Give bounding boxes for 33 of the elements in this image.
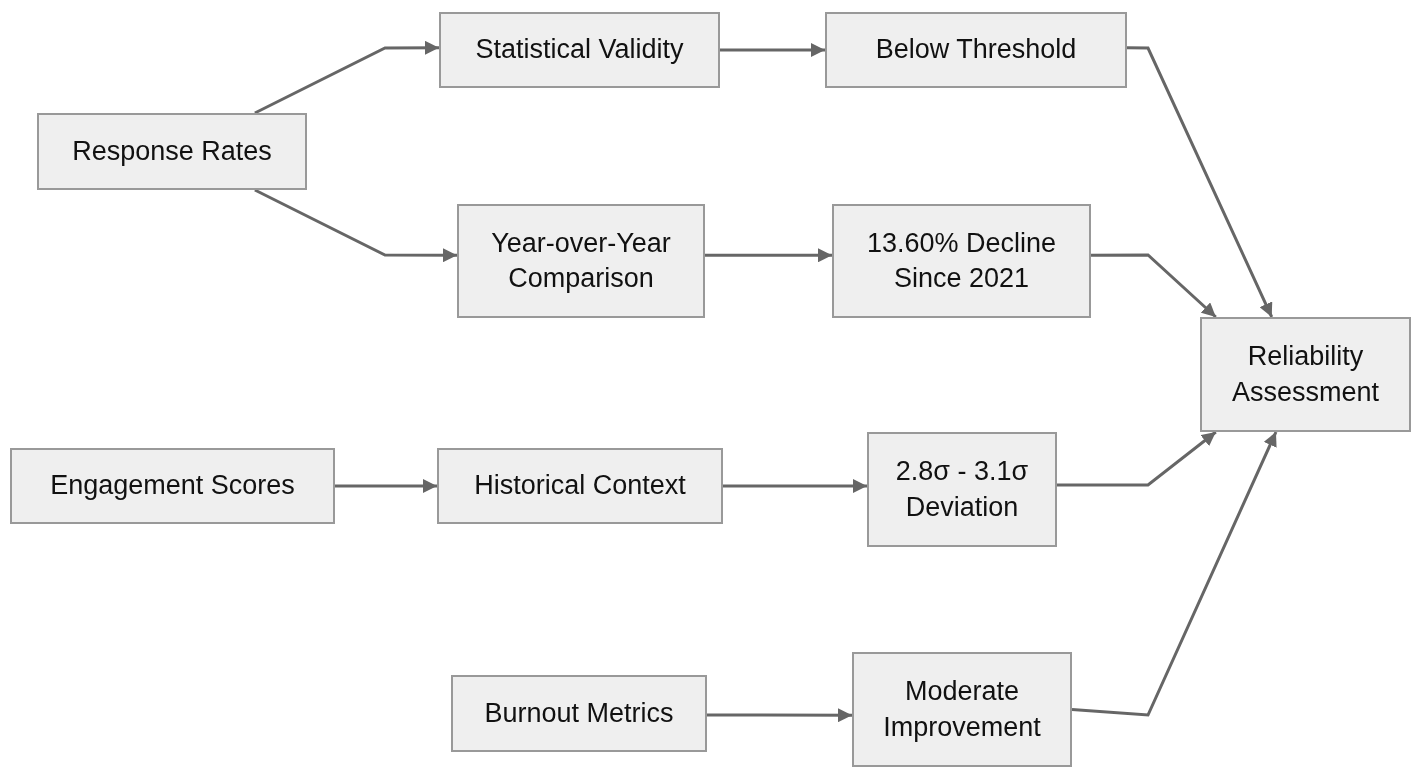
arrow: [723, 479, 867, 494]
arrow: [705, 248, 832, 263]
node-label: 13.60% Decline Since 2021: [865, 226, 1058, 295]
arrow: [1057, 430, 1217, 487]
process-box: [37, 113, 307, 190]
process-box: [852, 652, 1072, 767]
arrow: [335, 479, 437, 493]
arrow: [1071, 431, 1278, 717]
arrow: [1127, 46, 1274, 318]
node-label: Reliability Assessment: [1230, 340, 1381, 409]
process-box: [451, 675, 707, 752]
node-label: Response Rates: [72, 134, 272, 168]
arrow: [1091, 253, 1217, 319]
arrow: [720, 43, 825, 57]
node-label: Year-over-Year Comparison: [490, 226, 672, 295]
process-box: [867, 432, 1057, 547]
node-label: Below Threshold: [875, 33, 1077, 67]
node-label: 2.8σ - 3.1σ Deviation: [894, 455, 1030, 524]
process-box: [10, 448, 335, 524]
node-label: Historical Context: [474, 469, 686, 503]
process-box: [457, 204, 705, 318]
node-label: Statistical Validity: [475, 33, 684, 67]
node-label: Engagement Scores: [50, 469, 295, 503]
process-box: [832, 204, 1091, 318]
arrow: [707, 708, 852, 723]
process-box: [1200, 317, 1411, 432]
node-label: Moderate Improvement: [882, 675, 1042, 744]
process-box: [439, 12, 720, 88]
arrow: [254, 188, 457, 263]
process-box: [825, 12, 1127, 88]
node-label: Burnout Metrics: [484, 696, 674, 730]
process-box: [437, 448, 723, 524]
arrow: [254, 40, 439, 115]
